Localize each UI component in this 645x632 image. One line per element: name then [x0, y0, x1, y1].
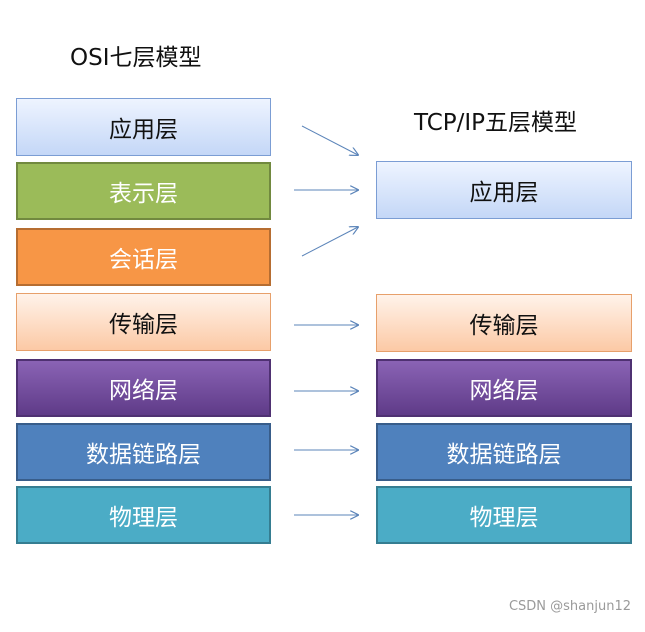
arrow-application-to-application — [301, 125, 358, 155]
osi-model-title: OSI七层模型 — [70, 45, 202, 71]
osi-data-link-layer: 数据链路层 — [16, 423, 271, 481]
tcpip-application-layer: 应用层 — [376, 161, 632, 219]
osi-transport-layer: 传输层 — [16, 293, 271, 351]
csdn-watermark: CSDN @shanjun12 — [508, 599, 631, 614]
tcpip-model-title: TCP/IP五层模型 — [414, 110, 578, 136]
arrow-session-to-application — [301, 227, 358, 257]
